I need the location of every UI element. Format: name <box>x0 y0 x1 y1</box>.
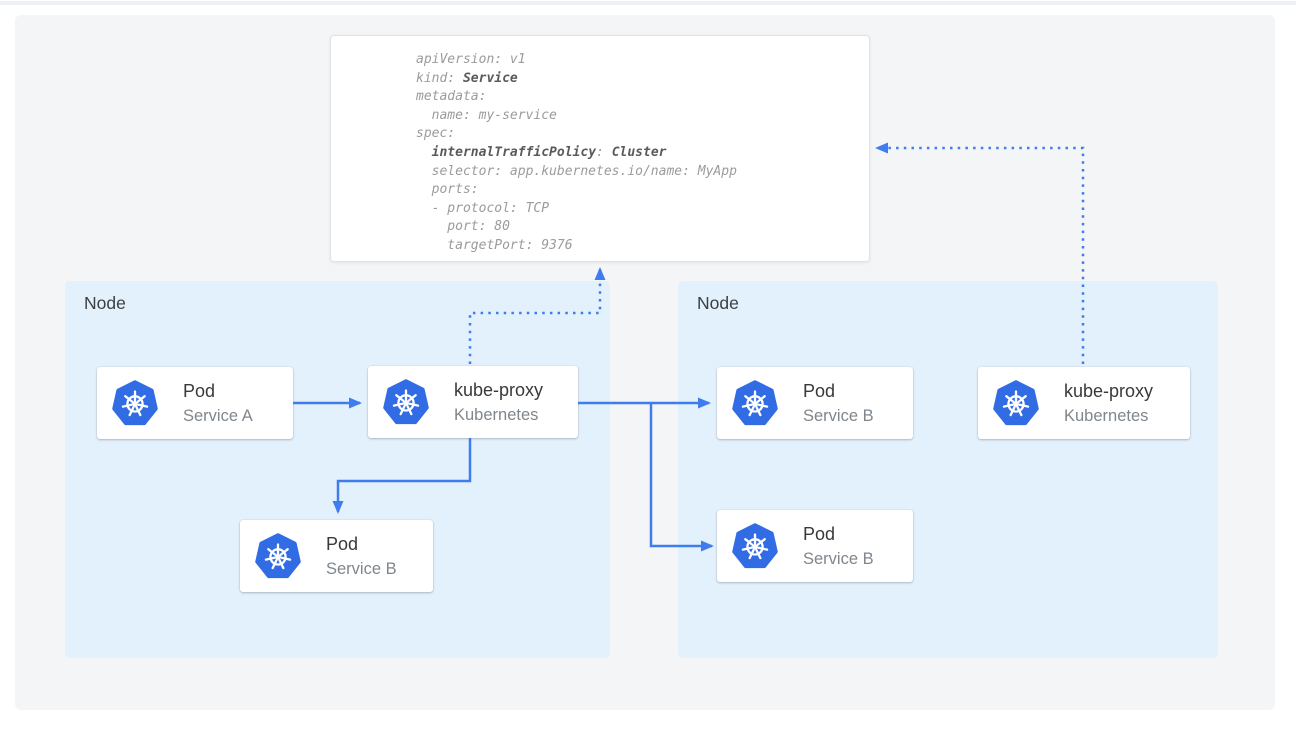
kubernetes-icon <box>732 523 778 569</box>
code-line: - protocol: TCP <box>416 200 869 219</box>
code-segment <box>416 145 432 160</box>
code-line: port: 80 <box>416 218 869 237</box>
code-segment: spec: <box>416 126 456 142</box>
card-subtitle: Service B <box>803 406 874 425</box>
kubernetes-icon <box>732 380 778 426</box>
card-text: Pod Service B <box>326 532 397 581</box>
card-pod-service-b-left: Pod Service B <box>240 520 433 592</box>
code-segment: : <box>596 144 612 160</box>
node-right: Node <box>678 281 1218 658</box>
card-title: kube-proxy <box>454 379 544 400</box>
kubernetes-icon <box>112 380 158 426</box>
code-segment: ports: <box>416 182 479 198</box>
card-subtitle: Service B <box>326 559 397 578</box>
card-subtitle: Service B <box>803 549 874 568</box>
card-subtitle: Kubernetes <box>1064 406 1149 425</box>
code-line: kind: Service <box>416 70 869 89</box>
code-line: ports: <box>416 181 869 200</box>
code-segment: selector: app.kubernetes.io/name: MyApp <box>416 163 737 179</box>
card-text: Pod Service A <box>183 379 253 428</box>
code-line: internalTrafficPolicy: Cluster <box>416 144 869 163</box>
code-line: selector: app.kubernetes.io/name: MyApp <box>416 163 869 182</box>
card-text: Pod Service B <box>803 522 874 571</box>
card-title: Pod <box>803 380 836 401</box>
card-pod-service-b-right-top: Pod Service B <box>717 367 913 439</box>
code-segment: - protocol: TCP <box>416 200 550 216</box>
node-left-label: Node <box>84 293 126 313</box>
card-subtitle: Kubernetes <box>454 405 539 424</box>
kubernetes-icon <box>993 380 1039 426</box>
card-text: kube-proxy Kubernetes <box>454 378 543 427</box>
card-kube-proxy-right: kube-proxy Kubernetes <box>978 367 1190 439</box>
code-line: name: my-service <box>416 107 869 126</box>
code-segment: Service <box>462 70 518 86</box>
card-title: Pod <box>803 523 836 544</box>
top-divider-line <box>0 1 1296 5</box>
code-segment: internalTrafficPolicy <box>431 144 597 160</box>
card-text: kube-proxy Kubernetes <box>1064 379 1153 428</box>
card-subtitle: Service A <box>183 406 253 425</box>
code-line: spec: <box>416 125 869 144</box>
code-line: apiVersion: v1 <box>416 51 869 70</box>
node-left: Node <box>65 281 610 658</box>
card-pod-service-a: Pod Service A <box>97 367 293 439</box>
card-pod-service-b-right-bottom: Pod Service B <box>717 510 913 582</box>
card-text: Pod Service B <box>803 379 874 428</box>
code-segment: kind: <box>416 70 463 86</box>
card-title: Pod <box>326 533 359 554</box>
code-segment: apiVersion: v1 <box>416 52 526 67</box>
code-segment: targetPort: 9376 <box>416 237 573 253</box>
node-right-label: Node <box>697 293 739 313</box>
code-line: targetPort: 9376 <box>416 237 869 256</box>
kubernetes-icon <box>383 379 429 425</box>
code-segment: Cluster <box>611 144 667 160</box>
kubernetes-icon <box>255 533 301 579</box>
card-title: Pod <box>183 380 216 401</box>
code-segment: port: 80 <box>416 219 510 235</box>
code-segment: name: my-service <box>416 107 557 123</box>
code-segment: metadata: <box>416 89 487 105</box>
card-title: kube-proxy <box>1064 380 1154 401</box>
code-line: metadata: <box>416 88 869 107</box>
card-kube-proxy-left: kube-proxy Kubernetes <box>368 366 578 438</box>
